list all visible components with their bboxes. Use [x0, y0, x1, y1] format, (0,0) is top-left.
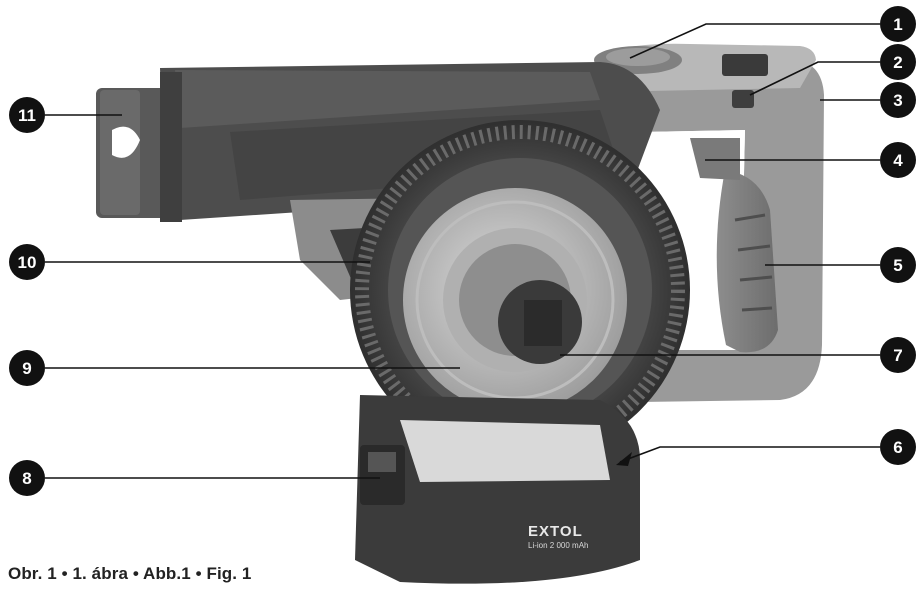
leader-line-6: [619, 446, 880, 463]
leader-line-2: [749, 61, 880, 96]
callout-label-10: 10: [18, 253, 37, 272]
callout-label-1: 1: [893, 15, 902, 34]
callout-label-3: 3: [893, 91, 902, 110]
callout-2: 2: [880, 44, 916, 80]
battery-spec-text: Li-ion 2 000 mAh: [528, 541, 588, 550]
leader-line-1: [629, 23, 880, 59]
callout-label-6: 6: [893, 438, 902, 457]
callout-6: 6: [880, 429, 916, 465]
callout-3: 3: [880, 82, 916, 118]
callout-11: 11: [9, 97, 45, 133]
callout-5: 5: [880, 247, 916, 283]
callout-8: 8: [9, 460, 45, 496]
callout-7: 7: [880, 337, 916, 373]
callout-label-8: 8: [22, 469, 31, 488]
callout-markers: 1 2 3 4 5 6 7 8: [9, 6, 916, 496]
blower-illustration: EXTOL Li-ion 2 000 mAh: [96, 43, 824, 584]
callout-label-4: 4: [893, 151, 903, 170]
callout-label-7: 7: [893, 346, 902, 365]
callout-10: 10: [9, 244, 45, 280]
brand-logo-text: EXTOL: [528, 523, 583, 540]
leader-lines: [45, 23, 880, 479]
callout-9: 9: [9, 350, 45, 386]
callout-1: 1: [880, 6, 916, 42]
callout-label-11: 11: [18, 106, 36, 125]
callout-label-5: 5: [893, 256, 902, 275]
figure-caption: Obr. 1 • 1. ábra • Abb.1 • Fig. 1: [8, 564, 252, 583]
callout-label-9: 9: [22, 359, 31, 378]
callout-4: 4: [880, 142, 916, 178]
callout-label-2: 2: [893, 53, 902, 72]
arrowhead-6: [616, 452, 632, 466]
